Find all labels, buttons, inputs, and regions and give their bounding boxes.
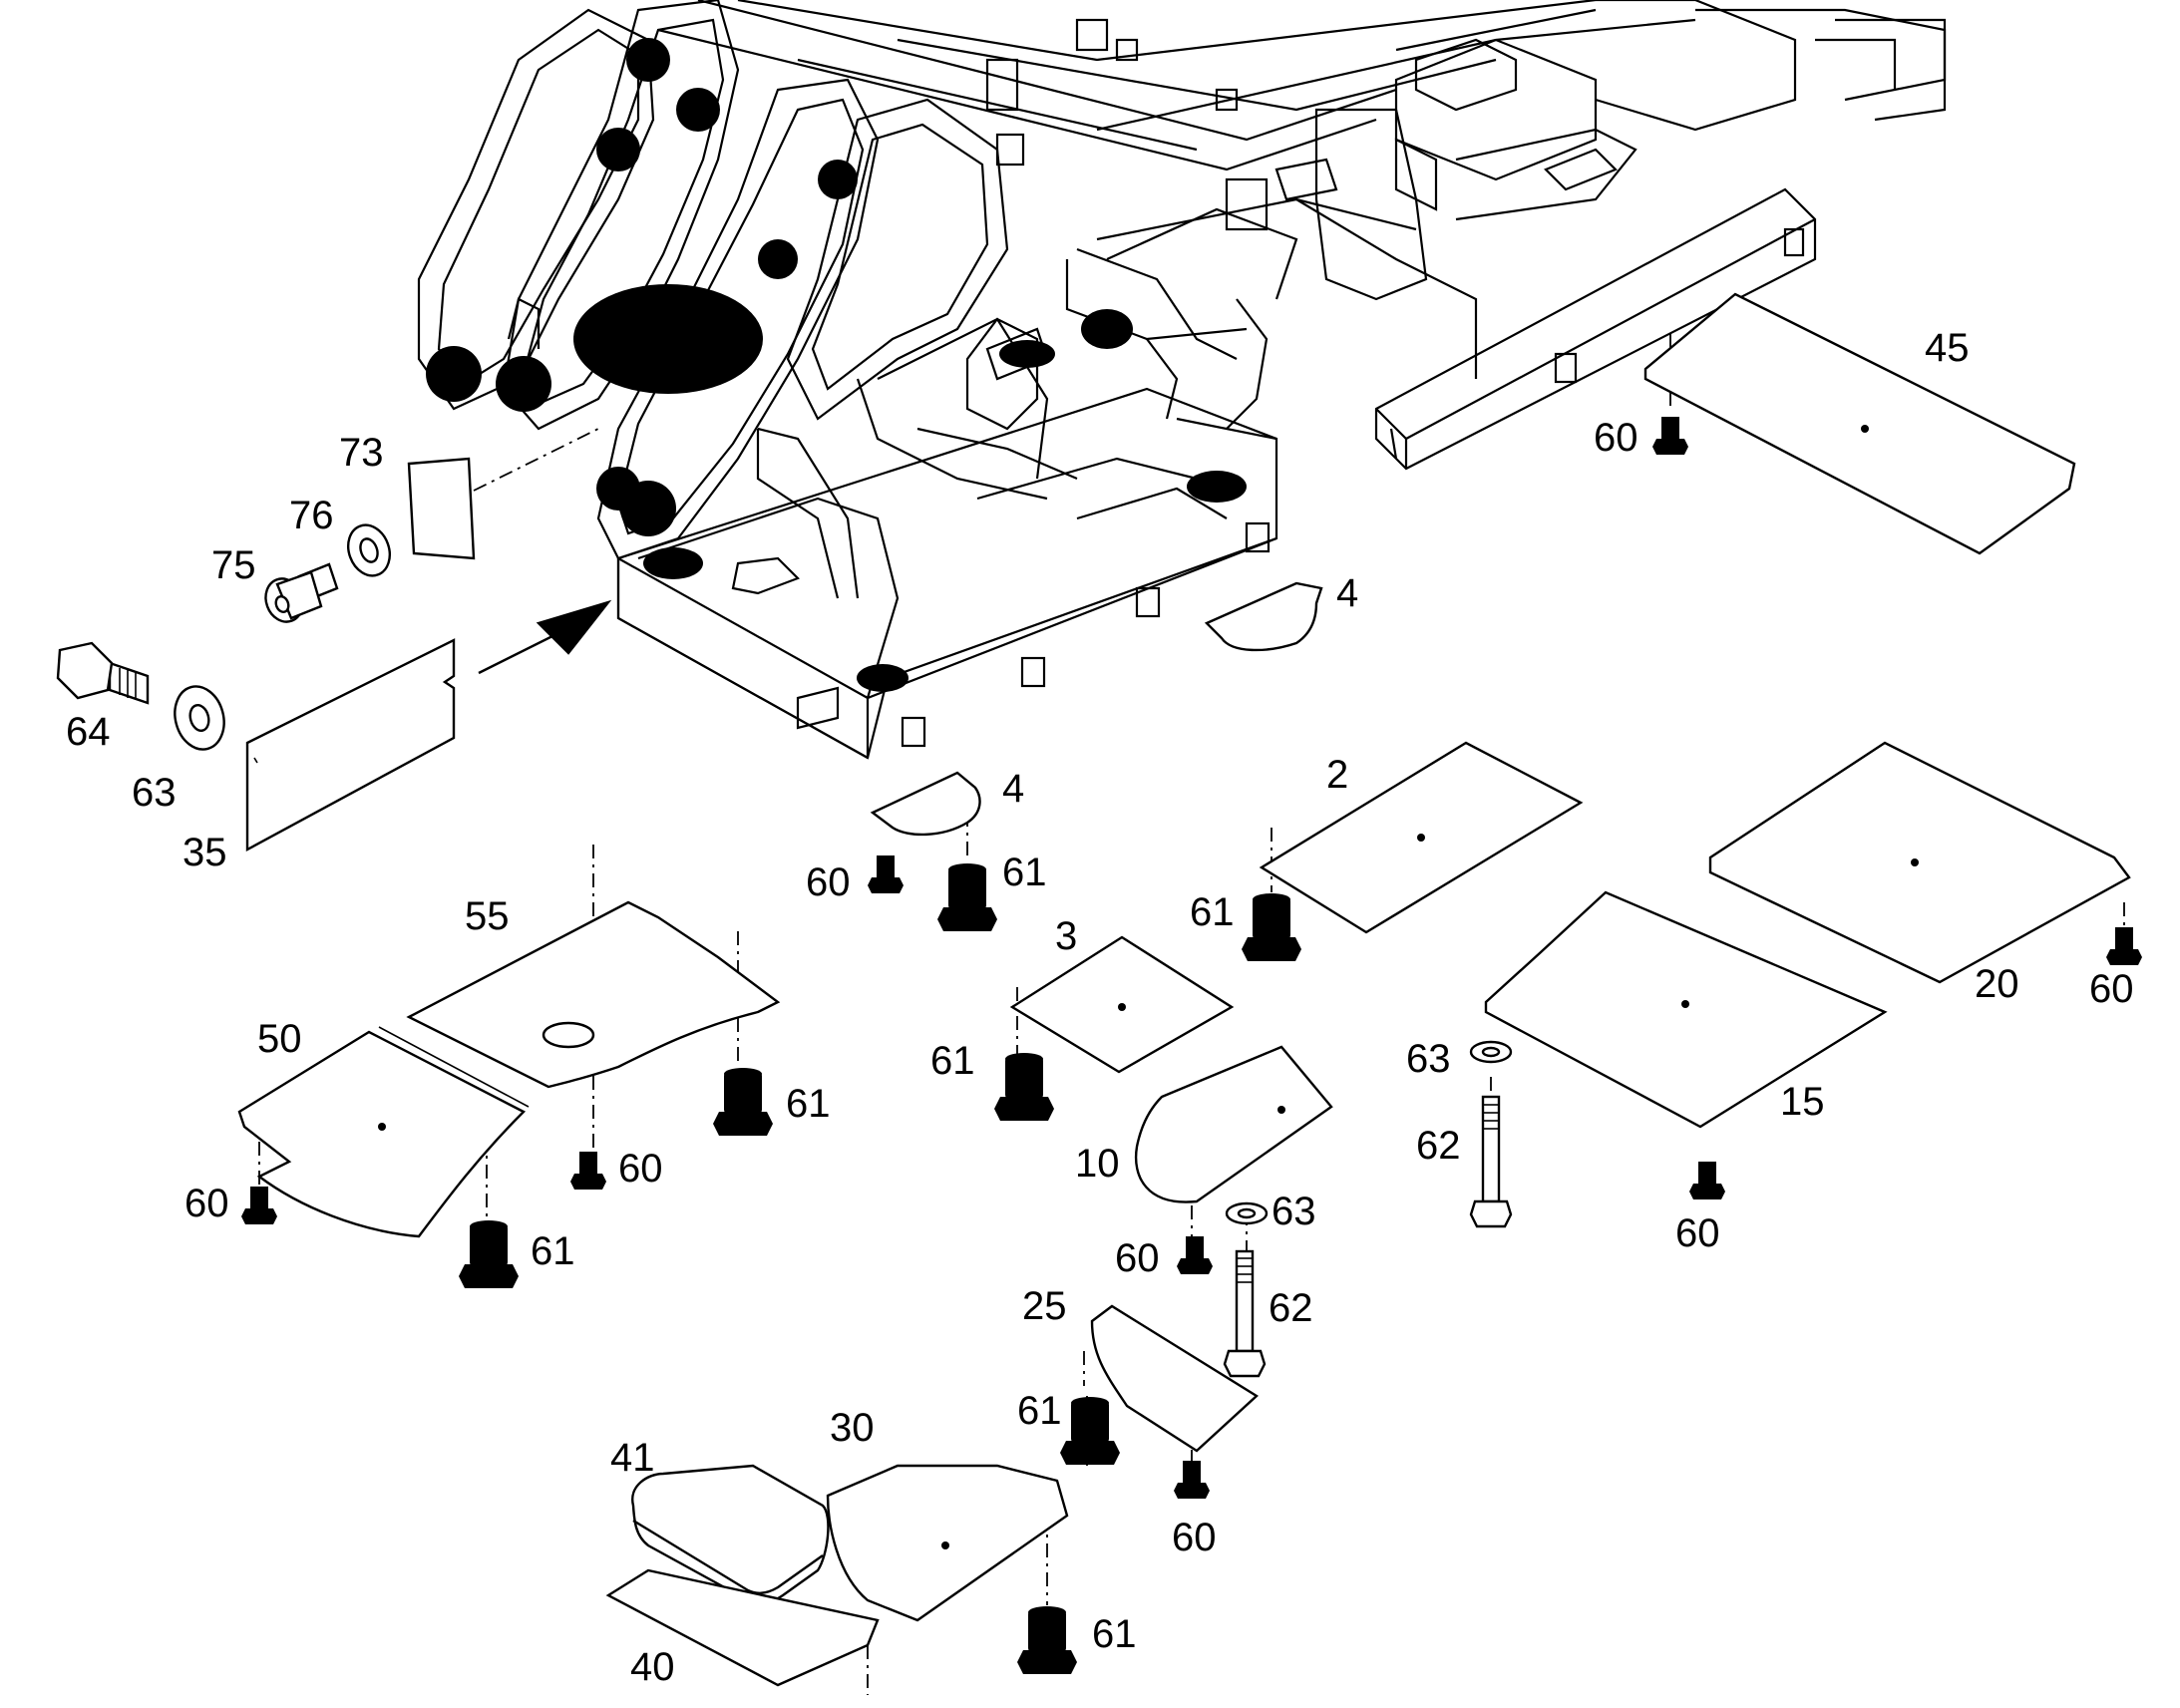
- callout-60: 60: [1115, 1236, 1160, 1280]
- callout-73: 73: [339, 431, 384, 475]
- part-55-floor-plate: [406, 900, 781, 1089]
- part-35-side-plate: [245, 638, 456, 853]
- bolt-61-near-50: [459, 1220, 519, 1288]
- callout-61: 61: [1092, 1612, 1137, 1656]
- part-50-floor-plate: [237, 1026, 530, 1238]
- callout-61: 61: [786, 1082, 831, 1126]
- callout-60: 60: [618, 1147, 663, 1191]
- callout-50: 50: [257, 1017, 302, 1061]
- callout-61: 61: [1190, 890, 1235, 934]
- bolt-60-near-10: [1177, 1236, 1213, 1274]
- washer-63-right: [1469, 1040, 1513, 1064]
- callout-labels: 73 76 75 64 63 35 45 60 4 4 60 61 2 61 5…: [66, 326, 2134, 1689]
- bolt-60-near-4: [868, 855, 904, 893]
- callout-60: 60: [1172, 1516, 1217, 1559]
- part-76-washer: [347, 523, 391, 577]
- bolt-60-near-50: [241, 1187, 277, 1224]
- callout-20: 20: [1975, 962, 2019, 1006]
- bolt-62-center: [1223, 1249, 1267, 1378]
- bolt-60-upper-right: [1652, 417, 1688, 455]
- bolt-61-near-25: [1060, 1397, 1120, 1465]
- part-45-cover-plate: [1643, 292, 2076, 555]
- callout-64: 64: [66, 710, 111, 754]
- part-73-cover-plate: [407, 457, 476, 560]
- plate-center-dots: [378, 425, 1919, 1549]
- callout-60: 60: [1675, 1211, 1720, 1255]
- callout-76: 76: [289, 494, 334, 537]
- callout-61: 61: [1002, 851, 1047, 894]
- callout-15: 15: [1780, 1080, 1825, 1124]
- callout-61: 61: [930, 1039, 975, 1083]
- bolt-60-near-25: [1174, 1461, 1210, 1499]
- bolt-61-near-3: [994, 1053, 1054, 1121]
- machine-frame-drawing: [417, 0, 1947, 760]
- callout-4: 4: [1002, 767, 1024, 811]
- callout-4: 4: [1336, 571, 1358, 615]
- callout-2: 2: [1326, 753, 1348, 797]
- bolt-60-far-right: [2106, 927, 2142, 965]
- part-64-hex-bolt: [56, 641, 150, 705]
- part-4-small-cover-lower: [870, 771, 981, 837]
- callout-30: 30: [830, 1406, 875, 1450]
- callout-61: 61: [531, 1229, 575, 1273]
- part-40-cover-plate: [605, 1568, 880, 1687]
- washer-63-center: [1225, 1201, 1269, 1225]
- callout-35: 35: [182, 831, 227, 874]
- callout-63: 63: [132, 771, 177, 815]
- bolt-60-near-15: [1689, 1162, 1725, 1199]
- callout-63: 63: [1406, 1037, 1451, 1081]
- callout-10: 10: [1075, 1142, 1120, 1186]
- callout-60: 60: [2089, 967, 2134, 1011]
- callout-40: 40: [630, 1645, 675, 1689]
- callout-75: 75: [211, 543, 256, 587]
- part-4-small-cover-upper: [1204, 581, 1323, 652]
- bolt-62-right: [1469, 1095, 1513, 1228]
- callout-60: 60: [806, 860, 851, 904]
- callout-62: 62: [1269, 1286, 1313, 1330]
- bolt-60-near-55: [570, 1152, 606, 1190]
- callout-60: 60: [1594, 416, 1638, 460]
- bolt-61-bottom: [1017, 1606, 1077, 1674]
- callout-55: 55: [465, 894, 510, 938]
- callout-61: 61: [1017, 1389, 1062, 1433]
- callout-3: 3: [1055, 914, 1077, 958]
- part-75-cap-screw: [264, 562, 339, 623]
- bolt-61-near-2: [1242, 893, 1301, 961]
- part-20-floor-plate: [1708, 741, 2131, 984]
- callout-62: 62: [1416, 1124, 1461, 1168]
- callout-25: 25: [1022, 1284, 1067, 1328]
- callout-41: 41: [610, 1436, 655, 1480]
- assembly-arrow: [478, 599, 612, 675]
- callout-45: 45: [1925, 326, 1970, 370]
- part-63-washer-left: [174, 685, 225, 751]
- part-41-pad: [631, 1464, 830, 1606]
- bolt-61-near-55: [713, 1068, 773, 1136]
- bolt-61-near-4: [937, 863, 997, 931]
- part-10-cover-plate: [1134, 1045, 1333, 1203]
- part-25-cover-plate: [1090, 1304, 1259, 1453]
- part-15-floor-plate: [1484, 890, 1888, 1129]
- callout-60: 60: [184, 1182, 229, 1225]
- callout-63: 63: [1272, 1190, 1316, 1233]
